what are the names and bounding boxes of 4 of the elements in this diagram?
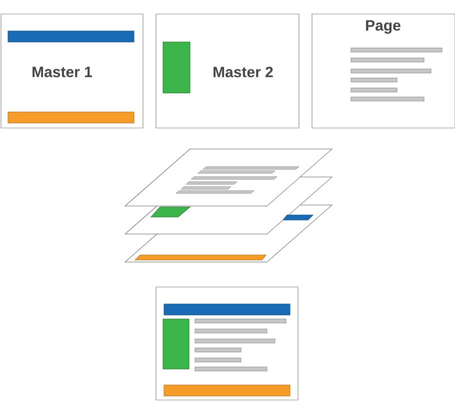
- composite-page-box: [156, 286, 298, 400]
- page-box: Page: [312, 14, 455, 128]
- master-box: Master 2: [156, 14, 300, 128]
- master-box: Master 1: [0, 14, 144, 128]
